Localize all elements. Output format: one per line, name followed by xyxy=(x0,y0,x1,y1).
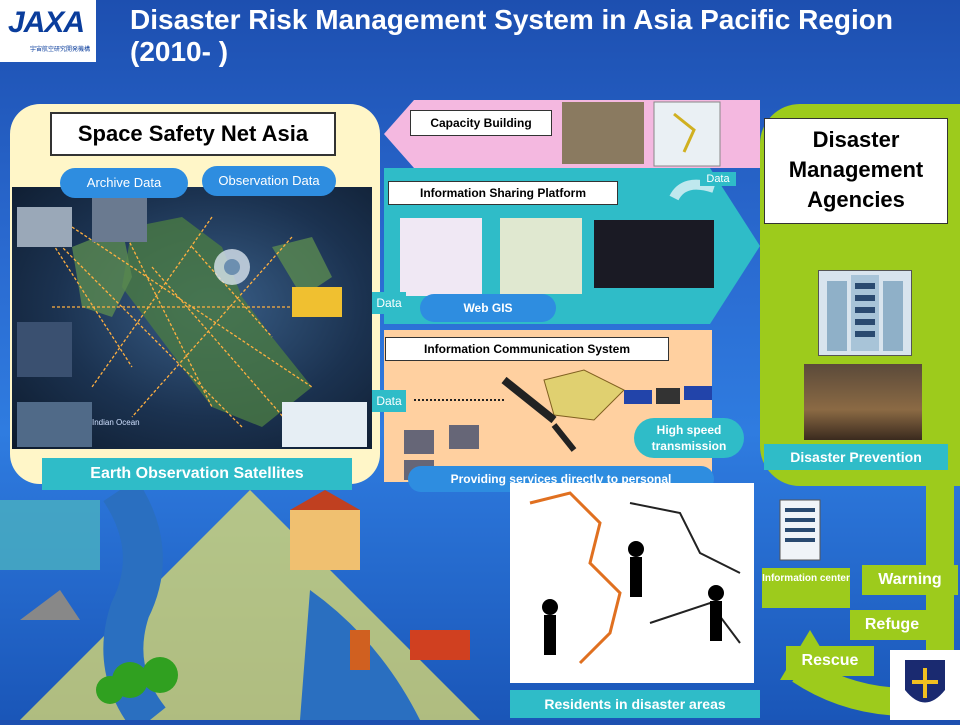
archive-data-pill: Archive Data xyxy=(60,168,188,198)
satellite-network-illustration: Indian Ocean xyxy=(17,197,367,447)
space-safety-net-asia-title: Space Safety Net Asia xyxy=(50,112,336,156)
agency-building-illustration xyxy=(818,270,912,356)
data-tag-left-upper: Data xyxy=(372,292,406,314)
operations-room-photo xyxy=(804,364,922,440)
high-speed-transmission-pill: High speed transmission xyxy=(634,418,744,458)
web-gis-pill: Web GIS xyxy=(420,294,556,322)
jaxa-logo-text: JAXA xyxy=(8,6,85,39)
earth-observation-satellites-label: Earth Observation Satellites xyxy=(42,458,352,490)
university-seal-icon xyxy=(905,660,945,703)
page-title: Disaster Risk Management System in Asia … xyxy=(130,4,894,67)
coastline-map-illustration xyxy=(529,491,741,665)
information-center-label: Information center xyxy=(762,568,850,608)
observation-data-pill: Observation Data xyxy=(202,166,336,196)
info-sharing-platform-label: Information Sharing Platform xyxy=(388,181,618,205)
refuge-label: Refuge xyxy=(850,610,934,640)
building-icon xyxy=(827,275,903,351)
asia-satellite-network-map: Indian Ocean xyxy=(12,187,372,449)
capacity-building-band xyxy=(384,100,760,168)
warning-label: Warning xyxy=(862,565,958,595)
disaster-management-agencies-title: Disaster Management Agencies xyxy=(764,118,948,224)
comm-satellite-illustration xyxy=(404,369,712,480)
residents-in-disaster-areas-label: Residents in disaster areas xyxy=(510,690,760,718)
data-tag-left-lower: Data xyxy=(372,390,406,412)
capacity-building-label: Capacity Building xyxy=(410,110,552,136)
disaster-prevention-label: Disaster Prevention xyxy=(764,444,948,470)
jaxa-logo xyxy=(0,0,96,62)
university-logo xyxy=(890,650,960,720)
info-sharing-band xyxy=(384,168,760,324)
data-tag-top: Data xyxy=(700,172,736,186)
rescue-label: Rescue xyxy=(786,646,874,676)
indian-ocean-label: Indian Ocean xyxy=(92,418,140,427)
residents-map xyxy=(510,483,754,683)
disaster-landscape-illustration xyxy=(0,490,480,720)
info-comm-system-label: Information Communication System xyxy=(385,337,669,361)
jaxa-logo-subtext: 宇宙航空研究開発機構 xyxy=(30,47,91,53)
